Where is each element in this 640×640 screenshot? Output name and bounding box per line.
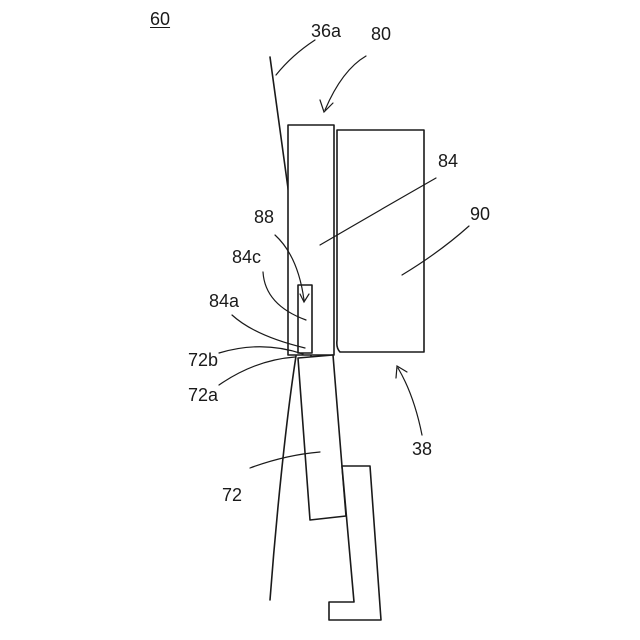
surface-36a-lower [270,356,296,600]
arrow-38-shaft [398,368,422,435]
label-84: 84 [438,152,458,170]
label-84a: 84a [209,292,239,310]
label-36a: 36a [311,22,341,40]
label-38: 38 [412,440,432,458]
label-72b: 72b [188,351,218,369]
label-80: 80 [371,25,391,43]
component-90 [337,130,424,352]
leader-72a [219,357,295,385]
label-88: 88 [254,208,274,226]
label-72: 72 [222,486,242,504]
label-72a: 72a [188,386,218,404]
arrow-80-shaft [325,56,366,110]
label-90: 90 [470,205,490,223]
component-72 [298,355,346,520]
label-84c: 84c [232,248,261,266]
leader-36a [276,40,315,75]
figure-number: 60 [150,10,170,28]
